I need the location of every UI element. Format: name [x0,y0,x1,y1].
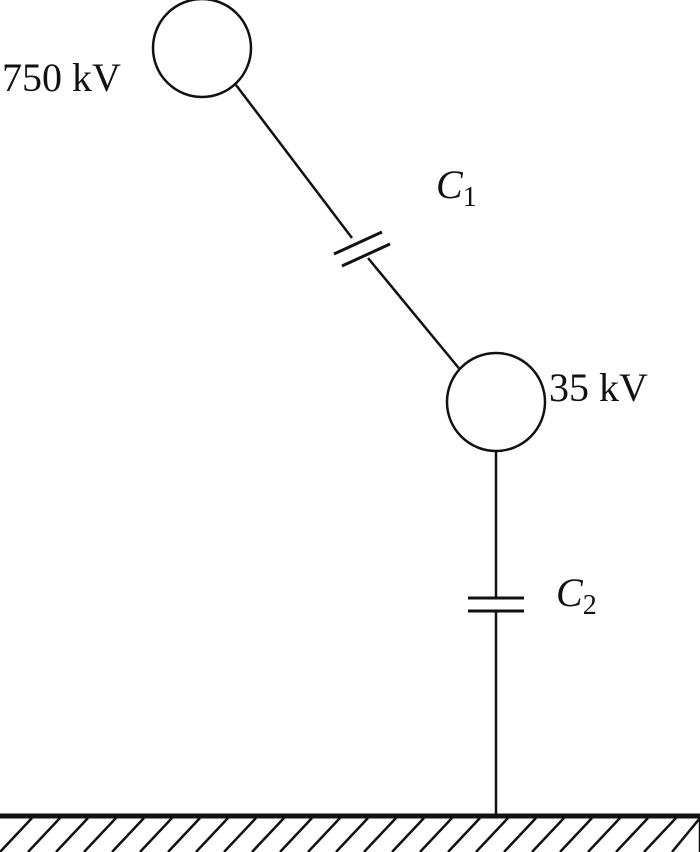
hatch-mark [475,817,509,852]
capacitor-c1-label: C1 [436,162,477,213]
hatch-mark [559,817,593,852]
hatch-mark [447,817,481,852]
hatch-mark [195,817,229,852]
capacitor-c2-label: C2 [556,570,597,621]
hatch-mark [587,817,621,852]
c2-subscript: 2 [583,590,597,621]
hatch-mark [503,817,537,852]
hatch-mark [167,817,201,852]
c1-symbol: C [436,162,464,207]
capacitor-c1 [333,230,391,268]
capacitor-c2 [468,596,524,613]
hatch-mark [307,817,341,852]
c1-plate-a [333,230,383,256]
hatch-mark [223,817,257,852]
hatch-mark [0,817,33,852]
hatch-mark [391,817,425,852]
hatch-mark [671,817,700,852]
hatch-mark [251,817,285,852]
wire-c1-to-lower [367,257,463,373]
c1-plate-b [341,242,391,268]
hatch-mark [363,817,397,852]
hatch-mark [279,817,313,852]
hatch-mark [419,817,453,852]
node-750kv [151,0,253,99]
hatch-mark [335,817,369,852]
hatch-mark [139,817,173,852]
ground-hatching [0,817,700,852]
hatch-mark [83,817,117,852]
hatch-mark [55,817,89,852]
hatch-mark [111,817,145,852]
node-35kv-label: 35 kV [549,365,648,410]
hatch-mark [615,817,649,852]
c2-symbol: C [556,570,584,615]
node-35kv [445,351,547,453]
hatch-mark [531,817,565,852]
c1-subscript: 1 [463,182,477,213]
hatch-mark [643,817,677,852]
ground-symbol [0,813,700,852]
hatch-mark [27,817,61,852]
node-750kv-label: 750 kV [2,55,121,100]
wire-upper-to-c1 [235,84,353,239]
